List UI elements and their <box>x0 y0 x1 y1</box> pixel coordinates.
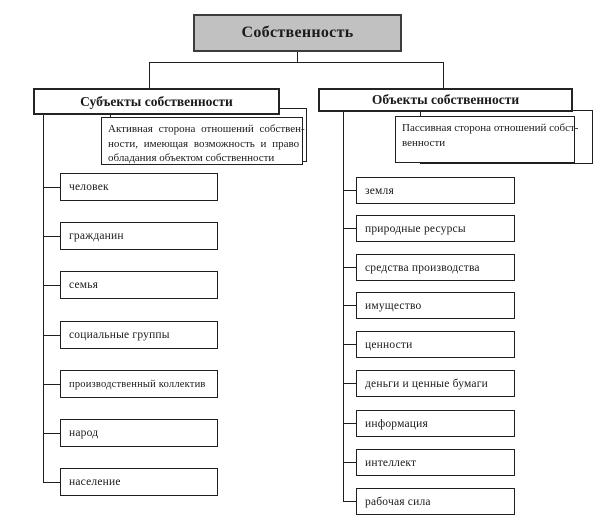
objects-stub-line <box>343 228 356 229</box>
object-item-label: природные ресурсы <box>365 222 466 235</box>
connector-root-stub <box>297 52 298 63</box>
object-item-label: рабочая сила <box>365 495 431 508</box>
object-item-label: имущество <box>365 299 422 312</box>
subjects-trunk-line <box>43 114 44 483</box>
connector-left-drop <box>149 62 150 88</box>
objects-stub-line <box>343 267 356 268</box>
objects-description-node: Пассивная сторона отношений собст- венно… <box>395 116 579 163</box>
objects-stub-line <box>343 423 356 424</box>
object-item-label: средства производства <box>365 261 480 274</box>
objects-stub-line <box>343 501 356 502</box>
connector-right-drop <box>443 62 444 88</box>
subjects-stub-line <box>43 187 60 188</box>
object-item-9: рабочая сила <box>356 488 515 515</box>
connector-branch-horizontal <box>149 62 444 63</box>
subjects-description-line: Активная сторона отношений собствен- <box>108 123 305 135</box>
object-item-1: земля <box>356 177 515 204</box>
object-item-7: информация <box>356 410 515 437</box>
objects-stub-line <box>343 383 356 384</box>
subject-item-label: гражданин <box>69 230 124 242</box>
objects-stub-line <box>343 190 356 191</box>
objects-description-line: венности <box>402 136 446 149</box>
subjects-description-line: обладания объектом собственности <box>108 152 275 164</box>
objects-stub-line <box>343 305 356 306</box>
objects-stub-line <box>343 462 356 463</box>
subject-item-label: человек <box>69 181 109 193</box>
subject-item-7: население <box>60 468 218 496</box>
subject-item-1: человек <box>60 173 218 201</box>
object-item-label: ценности <box>365 338 413 351</box>
subjects-header-label: Субъекты собственности <box>80 93 233 109</box>
subjects-description-node: Активная сторона отношений собствен- нос… <box>101 117 305 165</box>
object-item-label: земля <box>365 184 394 197</box>
subjects-stub-line <box>43 384 60 385</box>
objects-description-line: Пассивная сторона отношений собст- <box>402 122 579 134</box>
object-item-6: деньги и ценные бумаги <box>356 370 515 397</box>
objects-stub-line <box>343 344 356 345</box>
root-node: Собственность <box>193 14 402 52</box>
root-node-label: Собственность <box>241 24 354 41</box>
object-item-3: средства производства <box>356 254 515 281</box>
subjects-stub-line <box>43 482 60 483</box>
objects-header-label: Объекты собственности <box>371 92 520 107</box>
object-item-label: деньги и ценные бумаги <box>365 377 488 390</box>
subjects-header-node: Субъекты собственности <box>33 88 280 115</box>
object-item-label: информация <box>365 417 428 430</box>
subject-item-5: производственный коллектив <box>60 370 218 398</box>
subject-item-label: население <box>69 476 121 488</box>
subject-item-2: гражданин <box>60 222 218 250</box>
object-item-8: интеллект <box>356 449 515 476</box>
objects-trunk-line <box>343 112 344 501</box>
subject-item-label: семья <box>69 279 99 291</box>
objects-header-node: Объекты собственности <box>318 88 573 112</box>
subjects-stub-line <box>43 433 60 434</box>
subject-item-label: производственный коллектив <box>69 378 206 390</box>
subjects-description-line: ности, имеющая возможность и право <box>108 137 300 150</box>
subject-item-label: народ <box>69 427 99 439</box>
subjects-stub-line <box>43 335 60 336</box>
subject-item-3: семья <box>60 271 218 299</box>
subject-item-label: социальные группы <box>69 329 170 341</box>
object-item-5: ценности <box>356 331 515 358</box>
object-item-2: природные ресурсы <box>356 215 515 242</box>
subject-item-4: социальные группы <box>60 321 218 349</box>
subjects-stub-line <box>43 285 60 286</box>
subject-item-6: народ <box>60 419 218 447</box>
subjects-stub-line <box>43 236 60 237</box>
object-item-4: имущество <box>356 292 515 319</box>
object-item-label: интеллект <box>365 456 417 469</box>
